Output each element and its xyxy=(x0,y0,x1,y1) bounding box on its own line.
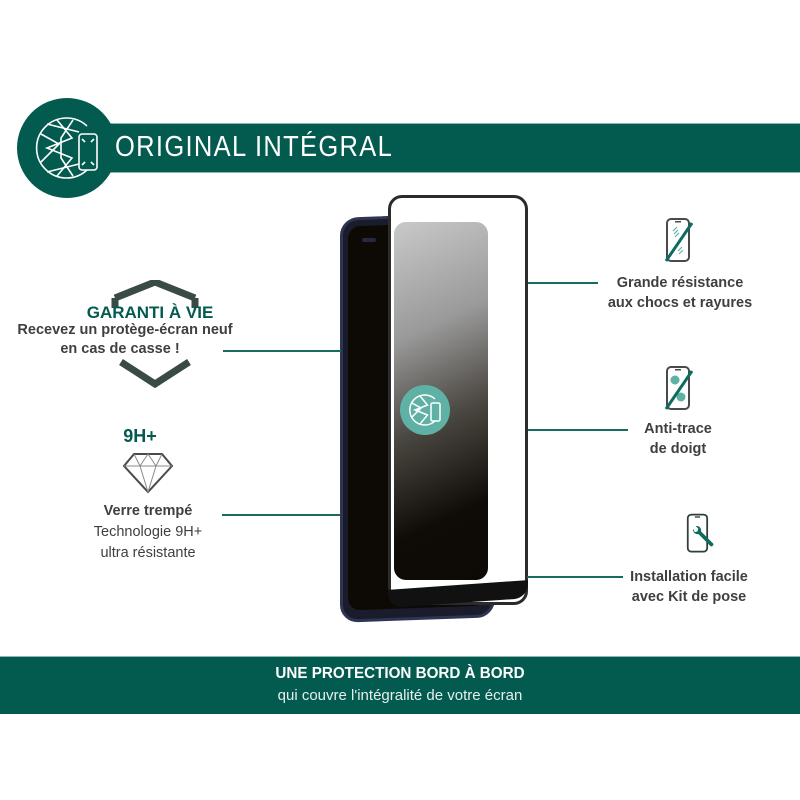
feature-antitrace-text: Anti-trace de doigt xyxy=(568,419,788,459)
hardness-badge: 9H+ xyxy=(123,426,157,446)
footer-band xyxy=(0,656,800,714)
phone-wrench-icon xyxy=(686,513,714,553)
header-band xyxy=(40,123,800,173)
connector-antitrace xyxy=(528,429,628,431)
page-title: ORIGINAL INTÉGRAL xyxy=(115,131,394,163)
header-badge xyxy=(17,98,117,198)
feature-antitrace-line-1: Anti-trace xyxy=(644,421,712,437)
feature-resistance-text: Grande résistance aux chocs et rayures xyxy=(570,273,790,313)
screen-logo xyxy=(400,385,450,435)
phone-camera xyxy=(362,238,376,242)
feature-resistance-line-1: Grande résistance xyxy=(616,275,744,291)
warranty-title: GARANTI À VIE xyxy=(86,303,214,322)
diamond-icon xyxy=(122,453,174,494)
diamond-phone-logo-icon xyxy=(35,117,98,179)
feature-resistance-line-2: aux chocs et rayures xyxy=(607,295,753,311)
glass-line-1: Technologie 9H+ xyxy=(93,524,203,540)
scratch-resistant-phone-icon xyxy=(664,218,694,262)
warranty-line-1: Recevez un protège-écran neuf xyxy=(17,322,233,338)
connector-garanti xyxy=(223,350,341,352)
feature-antitrace-line-2: de doigt xyxy=(649,441,707,457)
footer-subtitle: qui couvre l'intégralité de votre écran xyxy=(277,687,523,704)
connector-verre xyxy=(222,514,340,516)
connector-installation xyxy=(527,576,623,578)
glass-heading: Verre trempé xyxy=(103,503,193,519)
glass-line-2: ultra résistante xyxy=(100,545,196,561)
footer-title: UNE PROTECTION BORD À BORD xyxy=(275,665,525,682)
feature-installation-line-1: Installation facile xyxy=(630,569,748,585)
shield-icon xyxy=(111,280,199,388)
diamond-phone-logo-icon xyxy=(409,394,441,426)
feature-installation-text: Installation facile avec Kit de pose xyxy=(579,567,799,607)
connector-resistance xyxy=(528,282,598,284)
warranty-line-2: en cas de casse ! xyxy=(60,341,180,357)
anti-fingerprint-phone-icon xyxy=(664,366,694,410)
feature-installation-line-2: avec Kit de pose xyxy=(631,589,747,605)
